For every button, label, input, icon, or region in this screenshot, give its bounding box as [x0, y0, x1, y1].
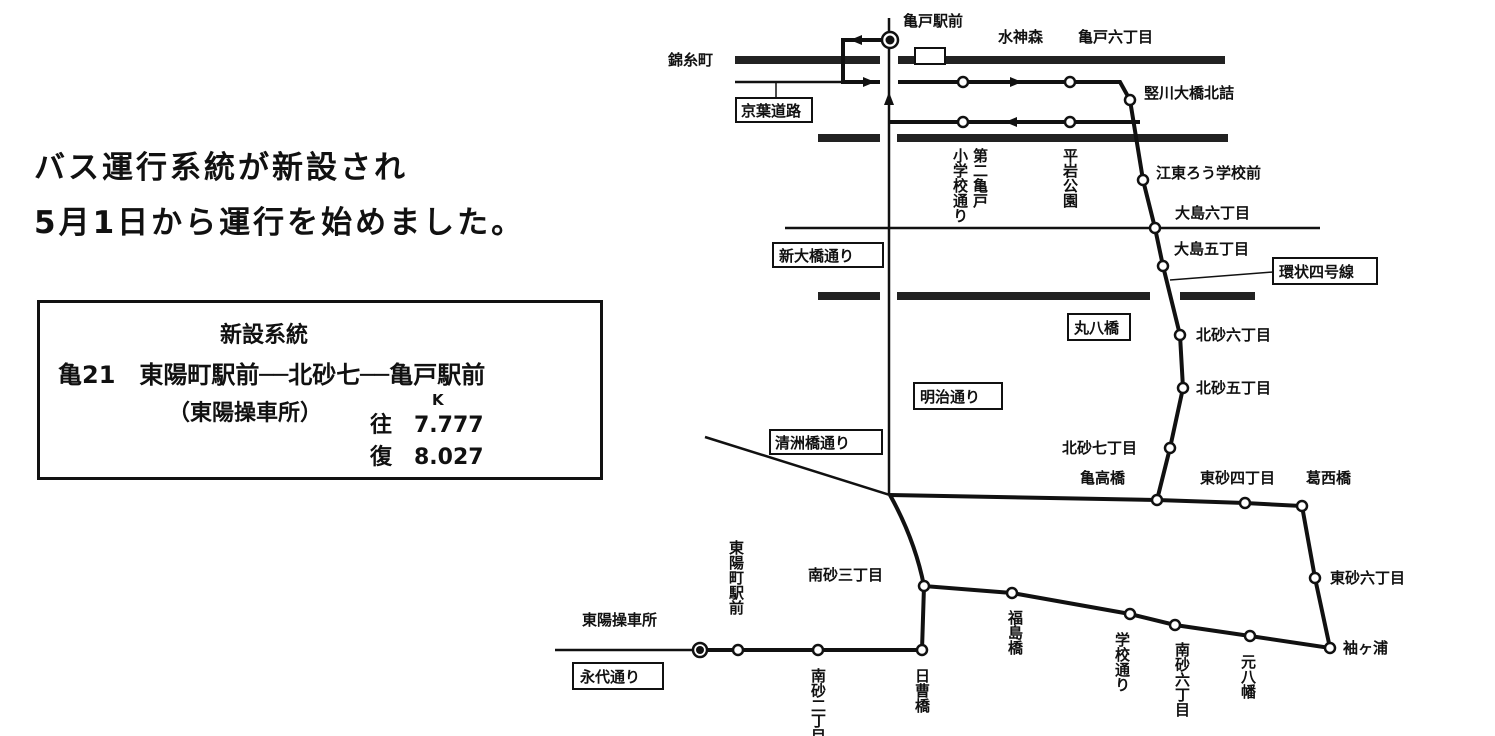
- stop-circle: [731, 643, 745, 657]
- stop-circle: [1243, 629, 1257, 643]
- stop-label: 東砂六丁目: [1330, 569, 1405, 587]
- road-label-box: [572, 662, 664, 690]
- stop-circle: [1176, 381, 1190, 395]
- info-title: 新設系統: [220, 323, 309, 348]
- stop-circle: [1238, 496, 1252, 510]
- station-building: [914, 47, 946, 65]
- info-distance-unit: K: [432, 391, 444, 409]
- road-label-keiyo: 京葉道路: [741, 102, 802, 120]
- road-label-kiyosubashi: 清洲橋通り: [775, 434, 850, 452]
- stop-label: 学校通り: [1113, 631, 1131, 692]
- stop-label: 東砂四丁目: [1200, 469, 1275, 487]
- stop-label: 平岩公園: [1061, 148, 1079, 209]
- stop-label: 北砂五丁目: [1196, 379, 1271, 397]
- stop-circle: [1005, 586, 1019, 600]
- stop-circle: [1123, 93, 1137, 107]
- road-label-box: [735, 97, 813, 123]
- stop-label: 袖ヶ浦: [1343, 639, 1388, 657]
- stop-circle: [956, 75, 970, 89]
- stop-label: 日曹橋: [913, 668, 931, 714]
- info-depot: （東陽操車所）: [168, 401, 323, 426]
- stop-label: 元八幡: [1239, 654, 1257, 700]
- stop-label: 亀戸六丁目: [1078, 28, 1153, 46]
- stop-circle: [917, 579, 931, 593]
- bus-stops: [731, 75, 1337, 657]
- stop-label: 大島六丁目: [1175, 204, 1250, 222]
- road-label-meiji: 明治通り: [920, 388, 980, 406]
- leader-line: [1169, 271, 1274, 281]
- road-label-box: [1067, 313, 1131, 341]
- stop-label: 小学校通り: [951, 148, 969, 223]
- arrow-icon: [884, 92, 894, 105]
- stop-circle: [1308, 571, 1322, 585]
- stop-label: 大島五丁目: [1174, 240, 1249, 258]
- stop-label: 葛西橋: [1305, 469, 1352, 487]
- arrow-icon: [1010, 77, 1022, 87]
- road-label-kinshicho: 錦糸町: [667, 51, 713, 69]
- stop-label: 南砂二丁目: [809, 667, 827, 736]
- stop-circle: [1295, 499, 1309, 513]
- stop-circle: [1150, 493, 1164, 507]
- route-line: [888, 494, 926, 587]
- road-label-box: [769, 429, 883, 455]
- road-label-box: [772, 242, 884, 268]
- stop-circle: [1323, 641, 1337, 655]
- stop-circle: [1136, 173, 1150, 187]
- stop-label: 南砂三丁目: [808, 566, 883, 584]
- route-line: [898, 80, 1186, 501]
- arrow-icon: [1005, 117, 1017, 127]
- stop-circle: [1063, 75, 1077, 89]
- stop-label: 水神森: [998, 28, 1044, 46]
- road-label-shinohashi: 新大橋通り: [779, 247, 854, 265]
- stop-circle: [811, 643, 825, 657]
- stop-label: 竪川大橋北詰: [1144, 84, 1234, 102]
- terminal-dot: [885, 35, 895, 45]
- stop-label: 南砂六丁目: [1173, 641, 1191, 718]
- stop-circle: [915, 643, 929, 657]
- new-route-info-box: 新設系統 亀21 東陽町駅前──北砂七──亀戸駅前 （東陽操車所） K 往 7.…: [37, 300, 603, 480]
- info-return-distance: 復 8.027: [370, 445, 484, 470]
- stop-circle: [1148, 221, 1162, 235]
- road-label-box: [913, 382, 1003, 410]
- arrow-icon: [850, 35, 862, 45]
- road-label-maruhachi: 丸八橋: [1073, 319, 1120, 337]
- info-outbound-distance: 往 7.777: [370, 413, 484, 438]
- stop-label: 東陽操車所: [582, 611, 657, 629]
- stop-label: 江東ろう学校前: [1156, 164, 1261, 182]
- arrow-icon: [863, 77, 875, 87]
- stop-label: 福島橋: [1006, 609, 1024, 656]
- terminal-dot: [696, 646, 704, 654]
- stop-label: 北砂七丁目: [1062, 439, 1137, 457]
- stop-label: 亀高橋: [1080, 469, 1126, 487]
- stop-circle: [1063, 115, 1077, 129]
- stop-circle: [1168, 618, 1182, 632]
- stop-label: 亀戸駅前: [903, 12, 963, 30]
- stop-circle: [956, 115, 970, 129]
- stop-label: 東陽町駅前: [727, 539, 745, 616]
- road-label-kanjo4: 環状四号線: [1279, 263, 1354, 281]
- headline-line-2: 5月1日から運行を始めました。: [34, 205, 526, 241]
- stop-circle: [1163, 441, 1177, 455]
- info-route: 亀21 東陽町駅前──北砂七──亀戸駅前: [58, 361, 486, 389]
- stop-circle: [1156, 259, 1170, 273]
- stop-circle: [1123, 607, 1137, 621]
- stop-label: 北砂六丁目: [1196, 326, 1271, 344]
- route-line: [841, 38, 890, 84]
- headline-line-1: バス運行系統が新設され: [34, 150, 408, 186]
- road-kiyosubashi: [704, 435, 891, 497]
- road-label-eitai: 永代通り: [579, 668, 640, 686]
- stop-label: 第二亀戸: [971, 147, 989, 209]
- stop-circle: [1173, 328, 1187, 342]
- road-label-box: [1272, 257, 1378, 285]
